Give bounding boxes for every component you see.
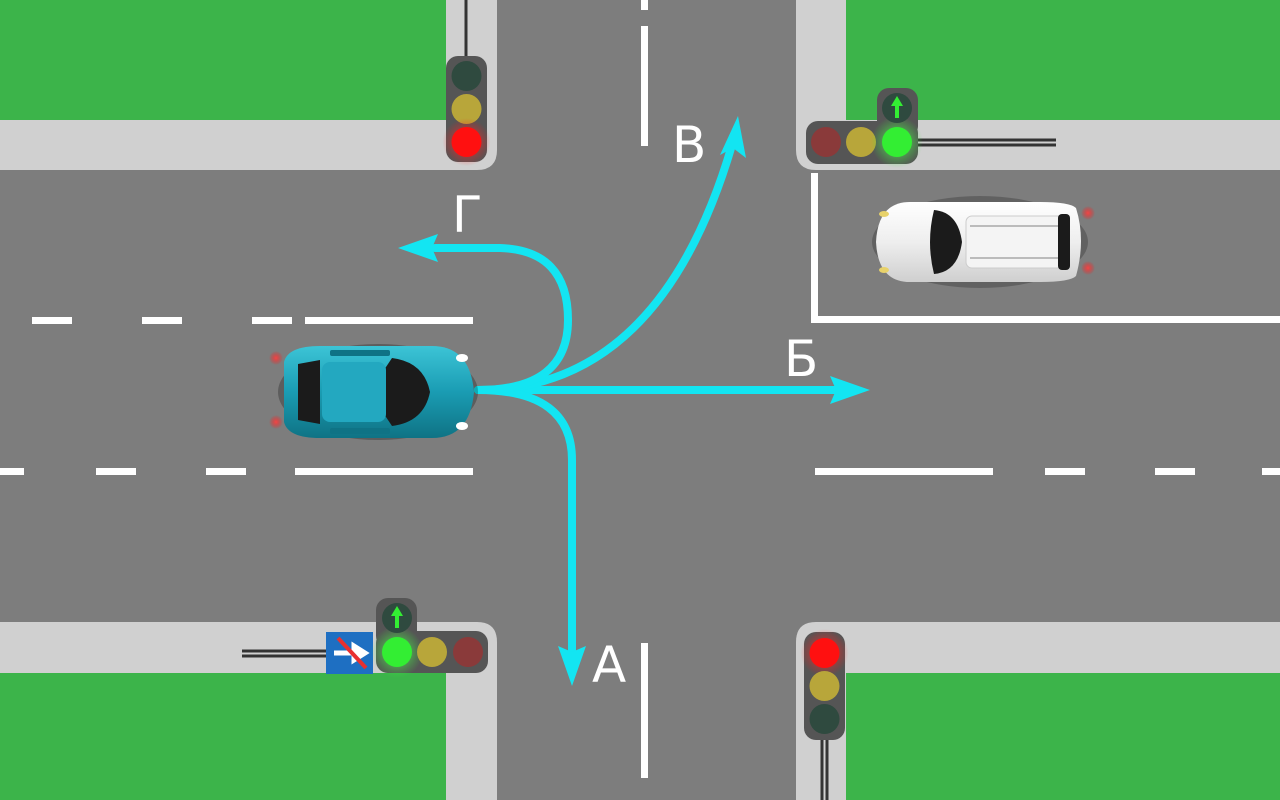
signal-poles xyxy=(242,0,1056,800)
route-label-v: В xyxy=(672,116,706,174)
white-suv-icon xyxy=(872,196,1095,288)
road-markings xyxy=(0,0,1280,778)
traffic-light-top-left xyxy=(442,56,491,166)
route-arrowheads xyxy=(398,116,870,686)
traffic-light-bottom-right xyxy=(800,629,849,740)
route-label-a: А xyxy=(592,636,626,694)
route-arrow-g xyxy=(431,244,573,394)
route-arrows xyxy=(431,141,839,664)
teal-car-icon xyxy=(269,344,478,440)
route-label-b: Б xyxy=(784,330,818,388)
route-label-g: Г xyxy=(452,186,483,244)
traffic-light-top-right xyxy=(806,88,923,168)
traffic-light-bottom-left xyxy=(371,598,488,678)
no-right-turn-arrow-sign xyxy=(326,632,373,674)
